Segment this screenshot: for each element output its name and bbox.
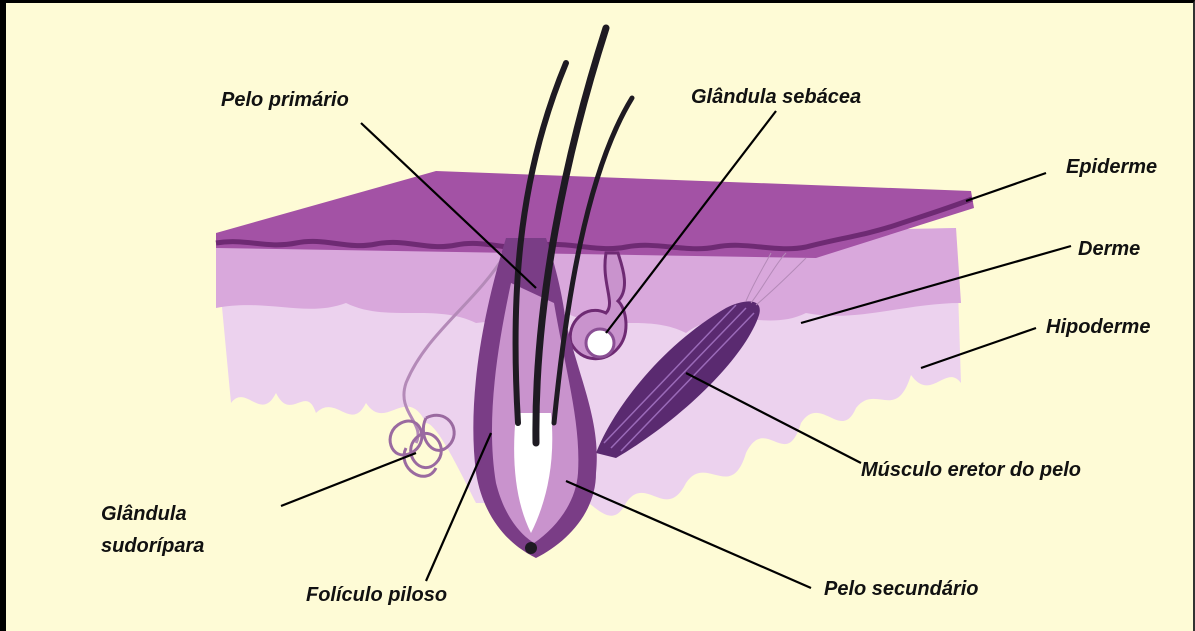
label-foliculo-piloso: Folículo piloso: [306, 584, 447, 606]
label-musculo-eretor: Músculo eretor do pelo: [861, 459, 1081, 481]
label-pelo-secundario: Pelo secundário: [824, 578, 979, 600]
label-glandula-sebacea: Glândula sebácea: [691, 86, 861, 108]
skin-cross-section-diagram: Pelo primário Glândula sebácea Epiderme …: [6, 3, 1195, 631]
label-hipoderme: Hipoderme: [1046, 316, 1150, 338]
label-glandula-sudoripara-line1: Glândula: [101, 503, 187, 525]
papilla: [525, 542, 537, 554]
label-epiderme: Epiderme: [1066, 156, 1157, 178]
label-pelo-primario: Pelo primário: [221, 89, 349, 111]
leader-epiderme: [966, 173, 1046, 201]
leader-glandula-sudoripara: [281, 453, 416, 506]
label-derme: Derme: [1078, 238, 1140, 260]
leader-pelo-secundario: [566, 481, 811, 588]
sebaceous-alveolus: [586, 329, 614, 357]
label-glandula-sudoripara-line2: sudorípara: [101, 535, 204, 557]
